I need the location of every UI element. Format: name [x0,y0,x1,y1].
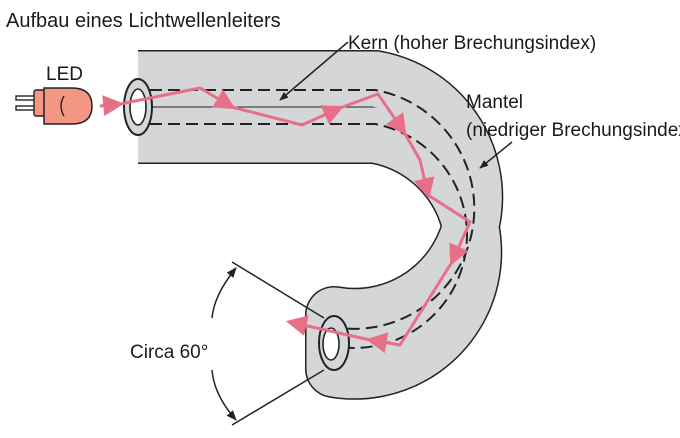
core-pointer-arrow-icon [279,41,349,101]
fiber-end-top [123,78,153,136]
fiber-end-bottom [318,315,350,371]
cladding-label: Mantel [466,92,523,113]
led-icon [15,87,93,125]
diagram-title: Aufbau eines Lichtwellenleiters [6,10,281,32]
cladding-pointer-arrow-icon [479,141,513,169]
core-label: Kern (hoher Brechungsindex) [348,33,596,54]
light-ray [99,86,472,354]
angle-indicator [211,261,325,426]
led-label: LED [46,64,83,85]
cladding-label-detail: (niedriger Brechungsindex) [466,120,680,141]
angle-label: Circa 60° [130,342,208,363]
